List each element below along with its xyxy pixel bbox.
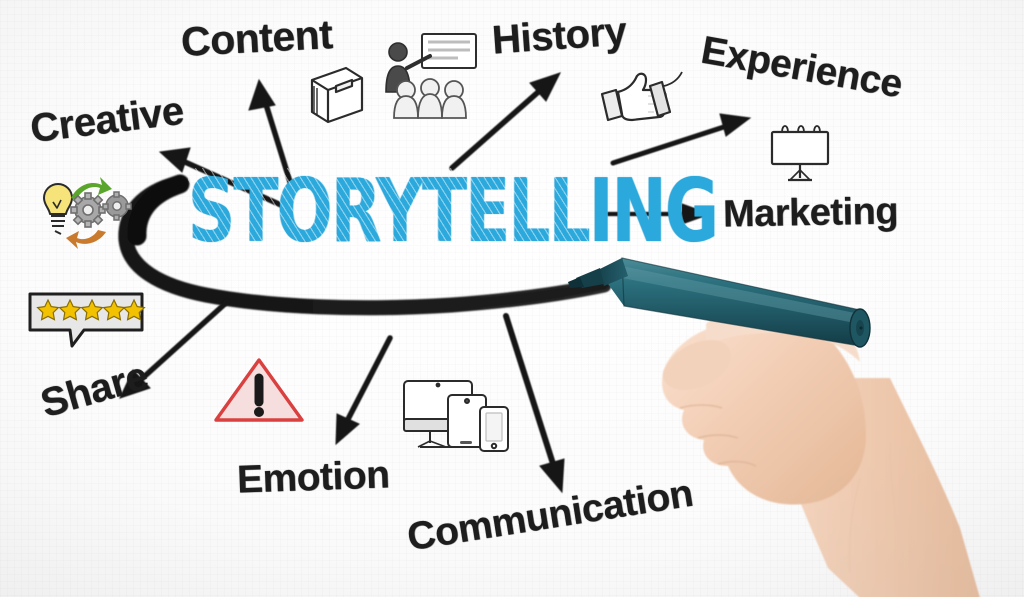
arrow-to-history: [449, 72, 561, 171]
devices-icon: [403, 380, 509, 452]
arrow-to-communication: [503, 313, 565, 494]
thumbs-up-icon: [600, 71, 683, 122]
label-emotion[interactable]: Emotion: [236, 453, 391, 502]
five-star-rating-bubble-icon: [28, 292, 146, 348]
lightbulb-gears-icon: [43, 177, 132, 249]
arrow-to-marketing: [605, 203, 712, 225]
presenter-audience-icon: [385, 33, 477, 119]
billboard-icon: [770, 125, 830, 182]
book-icon: [310, 66, 364, 124]
arrow-to-experience: [610, 113, 752, 166]
arrow-to-emotion: [335, 335, 393, 446]
arrow-to-share: [119, 299, 230, 399]
arrow-to-content: [248, 78, 294, 188]
arrow-to-creative: [158, 147, 284, 208]
page-title: STORYTELLING: [188, 160, 719, 263]
label-marketing[interactable]: Marketing: [722, 190, 899, 236]
warning-triangle-icon: [214, 358, 304, 422]
label-history[interactable]: History: [490, 9, 628, 63]
label-content[interactable]: Content: [179, 11, 334, 65]
